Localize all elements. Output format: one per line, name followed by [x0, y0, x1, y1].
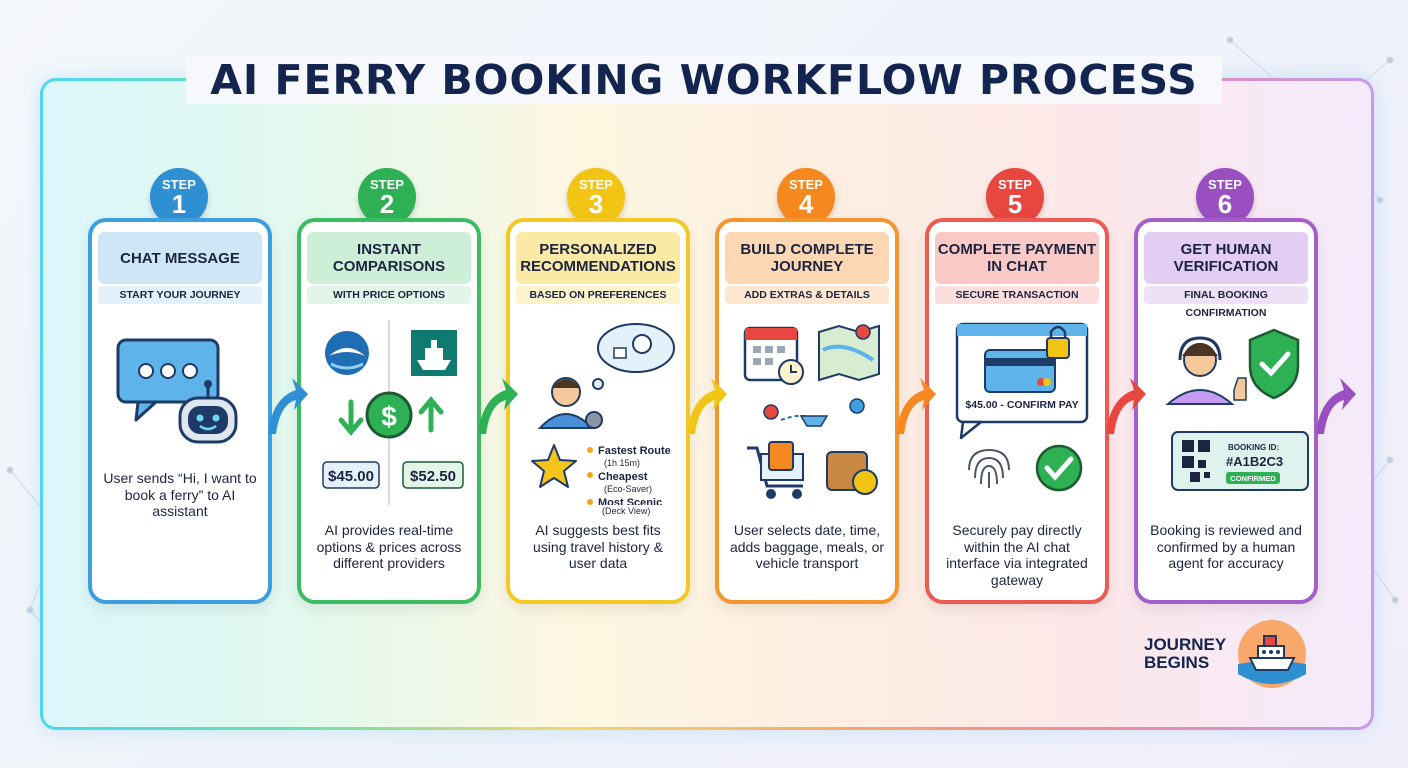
- step-1-description: User sends “Hi, I want to book a ferry” …: [103, 470, 257, 519]
- price-comparison-icon: $ $45.00 $52.50: [322, 320, 464, 505]
- step-3-badge-number: 3: [588, 189, 604, 219]
- secure-payment-icon: $45.00 - CONFIRM PAY: [955, 322, 1089, 492]
- step-6-title: GET HUMAN VERIFICATION: [1144, 232, 1308, 284]
- step-4-card: BUILD COMPLETE JOURNEY ADD EXTRAS & DETA…: [715, 218, 899, 604]
- step-2-badge-label: STEP: [370, 177, 404, 192]
- step-4-title: BUILD COMPLETE JOURNEY: [725, 232, 889, 284]
- arrow-step-1-to-2: [268, 378, 308, 434]
- svg-text:$: $: [381, 401, 397, 432]
- step-2-card: INSTANT COMPARISONS WITH PRICE OPTIONS $…: [297, 218, 481, 604]
- step-6-subtitle: FINAL BOOKING CONFIRMATION: [1144, 286, 1308, 319]
- step-3-title: PERSONALIZED RECOMMENDATIONS: [516, 232, 680, 284]
- step-3-subtitle: BASED ON PREFERENCES: [516, 286, 680, 304]
- ticket-status: CONFIRMED: [1230, 474, 1276, 483]
- pay-confirm-label: $45.00 - CONFIRM PAY: [965, 399, 1078, 411]
- arrow-step-5-to-6: [1106, 378, 1146, 434]
- step-2-badge-number: 2: [379, 189, 395, 219]
- step-5-badge-number: 5: [1007, 189, 1023, 219]
- arrow-step-6-exit: [1316, 378, 1356, 434]
- step-6-badge-number: 6: [1217, 189, 1233, 219]
- step-2-badge: STEP 2: [358, 168, 416, 226]
- step-1-badge-number: 1: [171, 189, 187, 219]
- ticket-label: BOOKING ID:: [1228, 443, 1279, 452]
- step-6-description: Booking is reviewed and confirmed by a h…: [1150, 522, 1302, 571]
- step-5-description: Securely pay directly within the AI chat…: [946, 522, 1088, 588]
- chat-robot-icon: [116, 338, 238, 444]
- step-2-subtitle: WITH PRICE OPTIONS: [307, 286, 471, 304]
- step-1-badge: STEP 1: [150, 168, 208, 226]
- step-6-badge: STEP 6: [1196, 168, 1254, 226]
- step-5-badge: STEP 5: [986, 168, 1044, 226]
- step-1-title: CHAT MESSAGE: [98, 232, 262, 284]
- step-4-subtitle: ADD EXTRAS & DETAILS: [725, 286, 889, 304]
- step-3-card: PERSONALIZED RECOMMENDATIONS BASED ON PR…: [506, 218, 690, 604]
- step-5-title: COMPLETE PAYMENT IN CHAT: [935, 232, 1099, 284]
- step-5-card: COMPLETE PAYMENT IN CHAT SECURE TRANSACT…: [925, 218, 1109, 604]
- option-fastest-detail: (1h 15m): [604, 458, 640, 468]
- step-1-badge-label: STEP: [162, 177, 196, 192]
- arrow-step-3-to-4: [687, 378, 727, 434]
- step-2-title: INSTANT COMPARISONS: [307, 232, 471, 284]
- ticket-id: #A1B2C3: [1226, 454, 1283, 469]
- step-6-badge-label: STEP: [1208, 177, 1242, 192]
- journey-label-line-2: BEGINS: [1144, 653, 1210, 672]
- ferry-ship-icon: [1238, 620, 1306, 688]
- step-4-description: User selects date, time, adds baggage, m…: [729, 522, 885, 571]
- step-1-card: CHAT MESSAGE START YOUR JOURNEY User sen…: [88, 218, 272, 604]
- option-scenic-detail: (Deck View): [602, 506, 651, 516]
- step-5-subtitle: SECURE TRANSACTION: [935, 286, 1099, 304]
- user-preferences-icon: Fastest Route (1h 15m) Cheapest (Eco-Sav…: [531, 323, 675, 505]
- human-agent-icon: BOOKING ID: #A1B2C3 CONFIRMED: [1165, 328, 1309, 491]
- step-4-badge-number: 4: [798, 189, 814, 219]
- step-6-card: GET HUMAN VERIFICATION FINAL BOOKING CON…: [1134, 218, 1318, 604]
- step-3-badge-label: STEP: [579, 177, 613, 192]
- journey-label-line-1: JOURNEY: [1144, 635, 1227, 654]
- journey-extras-icon: [743, 324, 880, 499]
- step-1-subtitle: START YOUR JOURNEY: [98, 286, 262, 304]
- step-5-badge-label: STEP: [998, 177, 1032, 192]
- journey-begins-label: JOURNEY BEGINS: [1144, 636, 1226, 672]
- step-3-badge: STEP 3: [567, 168, 625, 226]
- option-cheapest-detail: (Eco-Saver): [604, 484, 652, 494]
- step-4-badge: STEP 4: [777, 168, 835, 226]
- price-high: $52.50: [410, 468, 456, 485]
- option-cheapest: Cheapest: [598, 471, 648, 483]
- step-4-badge-label: STEP: [789, 177, 823, 192]
- step-3-description: AI suggests best fits using travel histo…: [533, 522, 663, 571]
- page-title: AI FERRY BOOKING WORKFLOW PROCESS: [0, 56, 1408, 104]
- arrow-step-4-to-5: [896, 378, 936, 434]
- step-2-description: AI provides real-time options & prices a…: [316, 522, 462, 571]
- arrow-step-2-to-3: [478, 378, 518, 434]
- price-low: $45.00: [328, 468, 374, 485]
- option-scenic: Most Scenic: [598, 497, 662, 505]
- option-fastest: Fastest Route: [598, 445, 671, 457]
